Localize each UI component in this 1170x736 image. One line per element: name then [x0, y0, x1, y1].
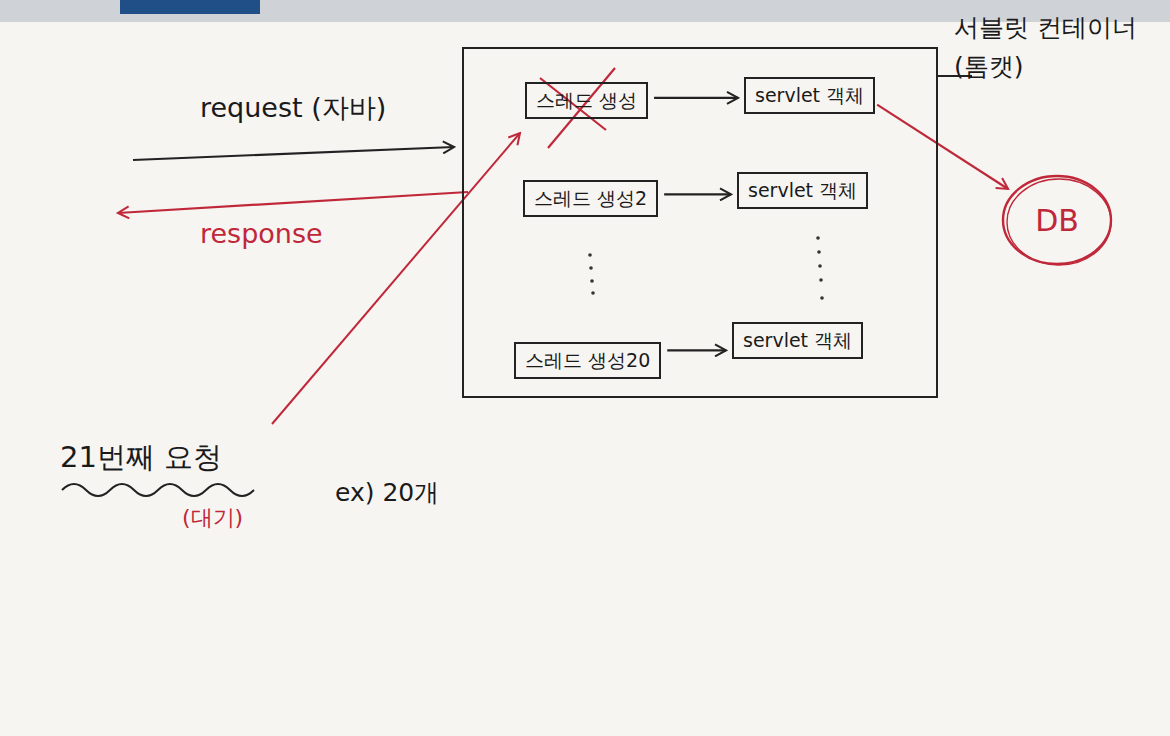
node-text: 스레드 생성2	[534, 187, 647, 210]
thread-box: 스레드 생성2	[523, 180, 658, 217]
servlet-box: servlet 객체	[737, 172, 868, 209]
thread-box: 스레드 생성	[525, 82, 648, 119]
request-number-note: 21번째 요청	[60, 440, 222, 475]
node-text: servlet 객체	[743, 329, 852, 352]
thread-box: 스레드 생성20	[514, 342, 661, 379]
response-label: response	[200, 218, 323, 250]
node-text: 스레드 생성20	[525, 349, 650, 372]
connector-arrow	[667, 349, 726, 351]
connector-arrow	[877, 105, 1008, 189]
node-text: servlet 객체	[748, 179, 857, 202]
node-text: 스레드 생성	[536, 89, 637, 112]
ellipsis-dots	[588, 236, 824, 300]
node-text: DB	[1000, 203, 1114, 238]
blue-strip	[120, 0, 260, 14]
wait-request-arrow	[272, 133, 520, 424]
wavy-underline	[62, 484, 254, 496]
connector-arrow	[654, 97, 738, 99]
example-note: ex) 20개	[335, 478, 439, 508]
db-circle: DB	[1000, 172, 1114, 268]
connector-arrow	[664, 193, 731, 195]
request-label: request (자바)	[200, 92, 386, 124]
request-arrow	[133, 147, 454, 160]
servlet-box: servlet 객체	[744, 77, 875, 114]
node-text: servlet 객체	[755, 84, 864, 107]
container-heading: 서블릿 컨테이너 (톰캣)	[954, 9, 1159, 87]
wait-note: (대기)	[182, 505, 243, 531]
servlet-box: servlet 객체	[732, 322, 863, 359]
response-arrow	[118, 192, 468, 213]
servlet-container: 서블릿 컨테이너 (톰캣)스레드 생성servlet 객체스레드 생성2serv…	[462, 47, 938, 398]
paper-sheet	[0, 22, 1170, 736]
